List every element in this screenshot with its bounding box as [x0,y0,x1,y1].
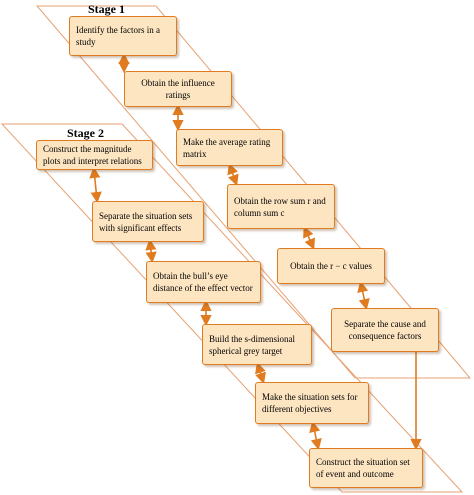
step-bulls-eye-distance: Obtain the bull’s eye distance of the ef… [146,261,261,303]
step-cause-consequence-label: Separate the cause and consequence facto… [344,319,426,341]
stage-2-title: Stage 2 [67,126,104,140]
step-average-rating-matrix: Make the average rating matrix [176,129,283,166]
arrow-s4-s5 [303,226,315,250]
arrow-t2-t3 [145,238,157,264]
step-influence-ratings-label: Obtain the influence ratings [141,78,215,100]
step-grey-target-label: Build the s-dimensional spherical grey t… [209,333,295,356]
step-situation-set-event-label: Construct the situation set of event and… [316,457,410,479]
arrow-s5-s6 [357,280,370,311]
step-cause-consequence: Separate the cause and consequence facto… [331,308,439,352]
step-situation-sets-significant-label: Separate the situation sets with signifi… [99,210,193,233]
stage-2-band [0,123,464,493]
step-row-column-sum: Obtain the row sum r and column sum c [227,184,335,229]
arrow-t4-t5 [255,361,266,385]
step-situation-sets-objectives: Make the situation sets for different ob… [255,382,369,424]
step-situation-sets-significant: Separate the situation sets with signifi… [92,201,204,242]
step-r-minus-c: Obtain the r − c values [277,248,385,284]
step-bulls-eye-distance-label: Obtain the bull’s eye distance of the ef… [153,271,253,293]
step-influence-ratings: Obtain the influence ratings [124,71,232,107]
stage-1-band [35,5,472,379]
arrow-t1-t2 [89,166,102,204]
step-grey-target: Build the s-dimensional spherical grey t… [202,324,312,365]
arrow-t5-t6 [309,420,322,451]
step-average-rating-matrix-label: Make the average rating matrix [183,136,271,159]
step-r-minus-c-label: Obtain the r − c values [290,261,372,271]
arrow-s3-s4 [227,162,239,187]
step-row-column-sum-label: Obtain the row sum r and column sum c [234,195,326,218]
stage-1-title: Stage 1 [88,2,125,16]
step-magnitude-plots: Construct the magnitude plots and interp… [36,140,153,170]
step-magnitude-plots-label: Construct the magnitude plots and interp… [43,144,142,166]
step-situation-set-event: Construct the situation set of event and… [309,448,423,488]
step-situation-sets-objectives-label: Make the situation sets for different ob… [262,392,358,414]
step-identify-factors-label: Identify the factors in a study [76,25,160,47]
step-identify-factors: Identify the factors in a study [69,16,177,56]
